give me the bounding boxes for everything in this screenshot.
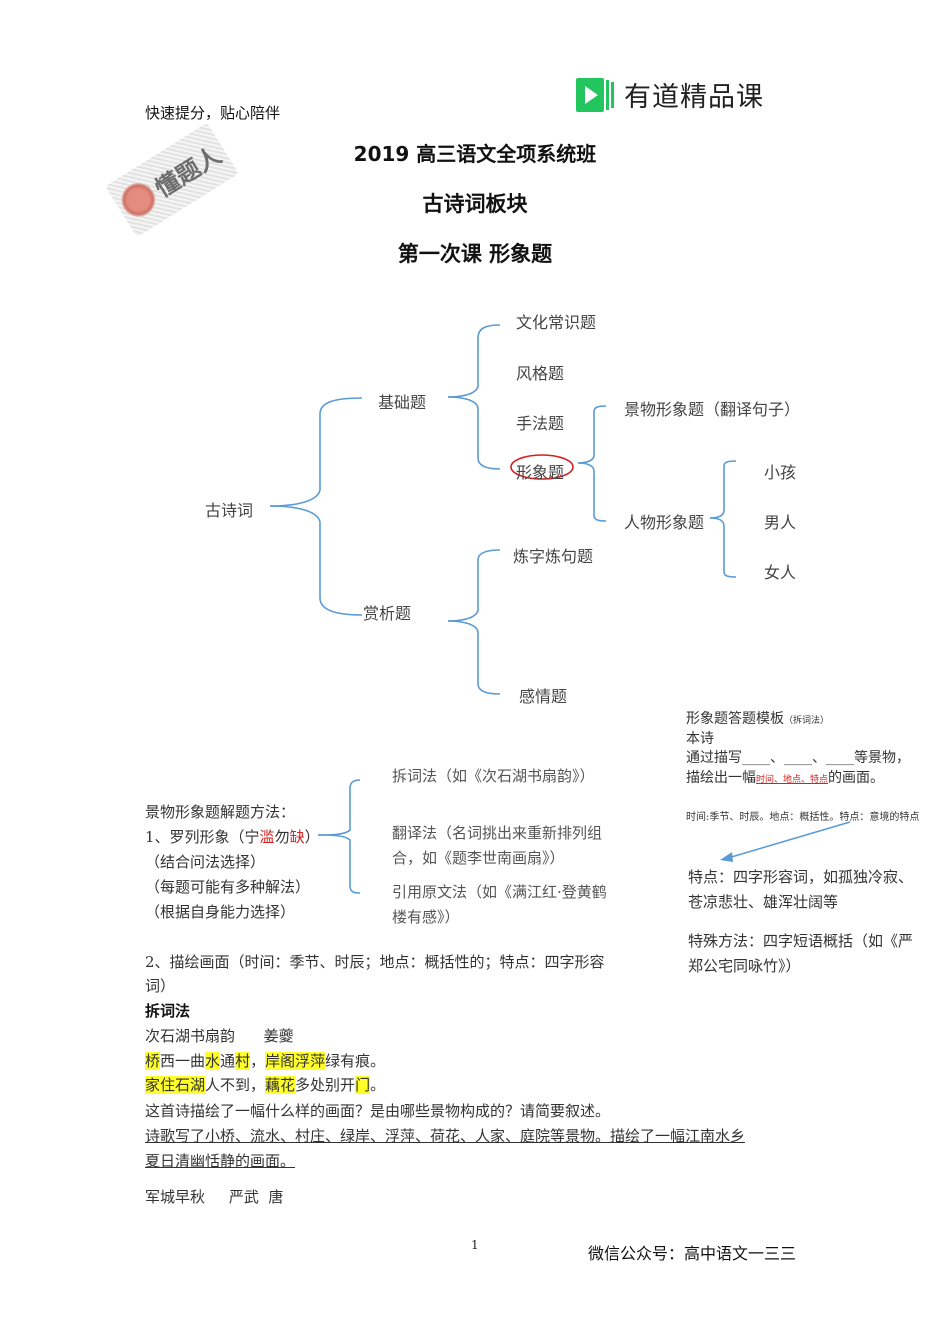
poem-text: ， xyxy=(250,1052,266,1070)
brand-logo: 有道精品课 xyxy=(576,75,764,114)
methods-heading: 景物形象题解题方法： xyxy=(145,803,296,821)
answer-line-2: 夏日清幽恬静的画面。 xyxy=(145,1152,296,1170)
node-root: 古诗词 xyxy=(205,501,254,520)
tagline: 快速提分，贴心陪伴 xyxy=(145,104,281,122)
methods-step-2-cont: 词） xyxy=(145,977,176,995)
node-technique: 手法题 xyxy=(516,414,565,433)
highlight-circle xyxy=(510,454,574,480)
highlighted-word: 岸阁浮萍 xyxy=(265,1052,326,1070)
node-word-refine: 炼字炼句题 xyxy=(513,547,594,566)
course-title: 2019 高三语文全项系统班 xyxy=(353,142,597,166)
methods-note: （每题可能有多种解法） xyxy=(145,878,311,896)
play-logo-icon xyxy=(576,76,616,114)
node-style: 风格题 xyxy=(516,364,565,383)
question: 这首诗描绘了一幅什么样的画面？是由哪些景物构成的？请简要叙述。 xyxy=(145,1102,611,1120)
method-option-translate-cont: 合，如《题李世南画扇》） xyxy=(392,849,565,867)
poem-text: 多处别开 xyxy=(295,1076,356,1094)
special-line-1: 特殊方法：四字短语概括（如《严 xyxy=(688,932,914,950)
highlighted-word: 水 xyxy=(205,1052,221,1070)
node-basic: 基础题 xyxy=(378,393,427,412)
node-child: 小孩 xyxy=(764,463,797,482)
wechat-account: 微信公众号：高中语文一三三 xyxy=(588,1244,797,1263)
template-title: 形象题答题模板（拆词法） xyxy=(686,711,830,727)
example-heading: 拆词法 xyxy=(145,1002,191,1020)
poem-text: 人不到， xyxy=(205,1076,266,1094)
module-title: 古诗词板块 xyxy=(422,192,528,216)
method-option-quote: 引用原文法（如《满江红·登黄鹤 xyxy=(392,883,607,901)
poem-title: 次石湖书扇韵 姜夔 xyxy=(145,1027,294,1045)
poem-text: 绿有痕。 xyxy=(325,1052,386,1070)
template-line-1: 本诗 xyxy=(686,731,714,747)
poem-text: 西一曲 xyxy=(160,1052,206,1070)
poem-line-2: 家住石湖人不到，藕花多处别开门。 xyxy=(145,1074,385,1095)
highlighted-word: 村 xyxy=(235,1052,251,1070)
special-line-2: 郑公宅同咏竹》） xyxy=(688,957,801,975)
highlighted-word: 藕花 xyxy=(265,1076,296,1094)
method-option-quote-cont: 楼有感》） xyxy=(392,908,460,926)
highlighted-word: 门 xyxy=(355,1076,371,1094)
next-poem-title: 军城早秋 严武 唐 xyxy=(145,1188,284,1206)
poem-line-1: 桥西一曲水通村，岸阁浮萍绿有痕。 xyxy=(145,1050,385,1071)
method-option-split: 拆词法（如《次石湖书扇韵》） xyxy=(392,767,595,785)
feature-line-2: 苍凉悲壮、雄浑壮阔等 xyxy=(688,893,839,911)
highlighted-word: 桥 xyxy=(145,1052,161,1070)
node-scene-image: 景物形象题（翻译句子） xyxy=(624,400,801,419)
page-number: 1 xyxy=(471,1238,479,1252)
method-option-translate: 翻译法（名词挑出来重新排列组 xyxy=(392,824,603,842)
highlighted-word: 家住石湖 xyxy=(145,1076,206,1094)
feature-line-1: 特点：四字形容词，如孤独冷寂、 xyxy=(688,868,914,886)
node-appreciation: 赏析题 xyxy=(363,604,412,623)
poem-text: 通 xyxy=(220,1052,236,1070)
poem-text: 。 xyxy=(370,1076,386,1094)
answer-line-1: 诗歌写了小桥、流水、村庄、绿岸、浮萍、荷花、人家、庭院等景物。描绘了一幅江南水乡 xyxy=(145,1127,746,1145)
node-person-image: 人物形象题 xyxy=(624,513,705,532)
node-emotion: 感情题 xyxy=(519,687,568,706)
methods-note: （结合问法选择） xyxy=(145,853,266,871)
lesson-title: 第一次课 形象题 xyxy=(397,242,553,266)
methods-note: （根据自身能力选择） xyxy=(145,903,296,921)
template-line-3: 描绘出一幅时间、地点、特点的画面。 xyxy=(686,770,885,786)
methods-step-2: 2、描绘画面（时间：季节、时辰；地点：概括性的；特点：四字形容 xyxy=(145,953,605,971)
node-woman: 女人 xyxy=(764,563,797,582)
node-image: 形象题 xyxy=(516,463,565,482)
methods-step-1: 1、罗列形象（宁滥勿缺） xyxy=(145,828,320,846)
template-note: 时间:季节、时辰。地点：概括性。特点：意境的特点 xyxy=(686,812,920,823)
brand-name: 有道精品课 xyxy=(624,82,764,113)
template-line-2: 通过描写____、____、____等景物， xyxy=(686,750,910,766)
node-culture: 文化常识题 xyxy=(516,313,597,332)
node-man: 男人 xyxy=(764,513,797,532)
